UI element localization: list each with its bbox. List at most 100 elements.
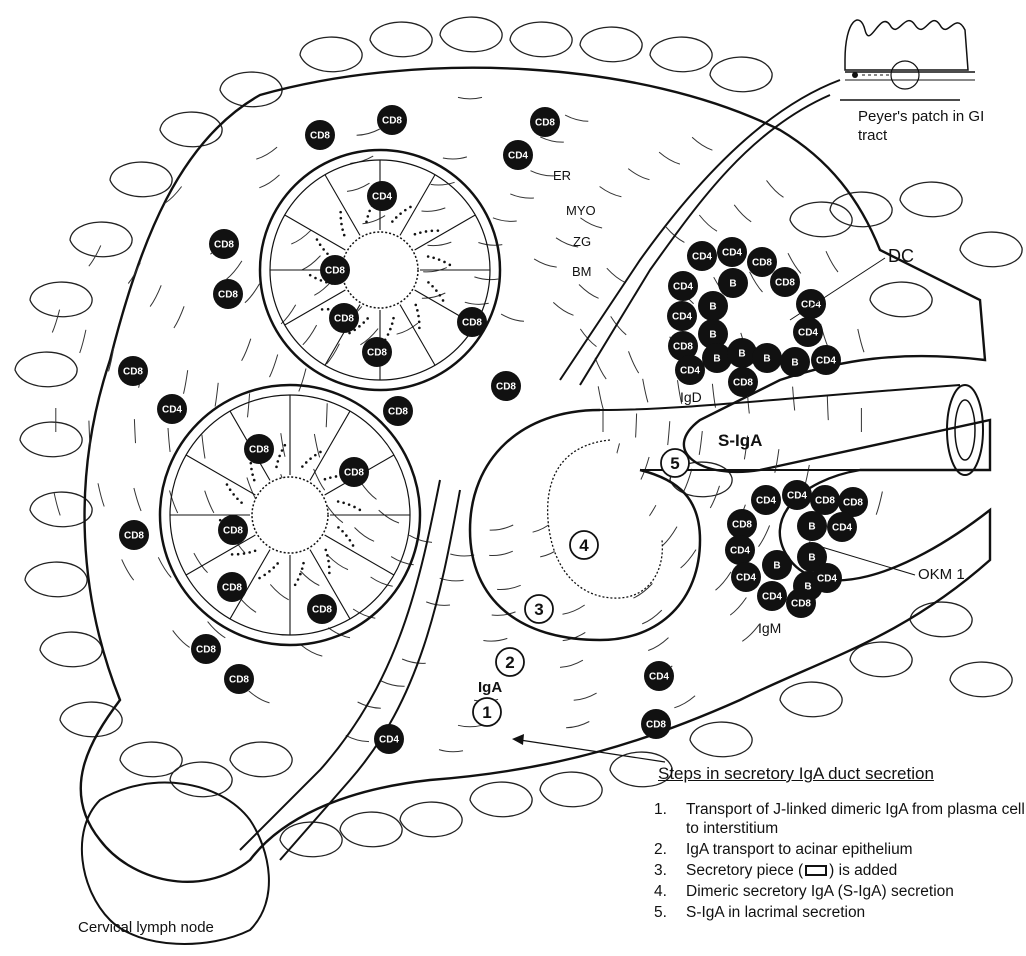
iga-label: IgA [478,679,502,696]
cd4-label: CD4 [162,405,182,416]
cd8-label: CD8 [843,498,863,509]
legend-item-text: Secretory piece ( ) is added [686,861,1026,880]
legend-item-text-before: Secretory piece ( [686,862,803,879]
cd4-label: CD4 [372,192,392,203]
legend-item-text: Transport of J-linked dimeric IgA from p… [686,800,1026,838]
cd4-cell: CD4 [725,535,755,565]
step-marker-number: 4 [579,536,589,555]
peyers-patch [840,20,975,100]
cd8-cell: CD8 [305,120,335,150]
secretory-piece-icon [805,865,827,876]
cd4-cell: CD4 [668,271,698,301]
cd4-cell: CD4 [503,140,533,170]
legend-title: Steps in secretory IgA duct secretion [658,764,1026,784]
step-marker-3: 3 [525,595,553,623]
excretory-duct [600,385,983,475]
cd8-cell: CD8 [224,664,254,694]
connective-tissue-fibers [52,97,882,751]
cd8-label: CD8 [462,318,482,329]
legend-pointer-arrow [520,740,665,762]
cd8-cell: CD8 [377,105,407,135]
legend-item-number: 4. [654,882,686,901]
cd8-label: CD8 [123,367,143,378]
b-cell: B [718,268,748,298]
legend-item-text-after: ) is added [829,862,897,879]
legend-item-2: 2.IgA transport to acinar epithelium [654,840,1026,859]
b-label: B [738,349,745,360]
cd8-cell: CD8 [307,594,337,624]
immune-cells: CD8CD8CD8CD4CD4CD8CD8CD8CD8CD8CD8CD8CD8C… [118,105,868,754]
cd4-cell: CD4 [157,394,187,424]
cd8-label: CD8 [124,531,144,542]
igm-label: IgM [758,620,781,636]
b-label: B [791,358,798,369]
cd8-label: CD8 [334,314,354,325]
cd8-cell: CD8 [770,267,800,297]
cd4-cell: CD4 [811,345,841,375]
legend-item-text: S-IgA in lacrimal secretion [686,903,1026,922]
igd-label: IgD [680,389,702,405]
cd8-label: CD8 [535,118,555,129]
step-marker-number: 3 [534,600,543,619]
myo-label: MYO [566,203,596,218]
cd8-label: CD8 [367,348,387,359]
peyers-patch-label: Peyer's patch in GI [858,108,984,125]
cd8-label: CD8 [646,720,666,731]
cd8-label: CD8 [214,240,234,251]
b-cell: B [762,550,792,580]
cd8-label: CD8 [249,445,269,456]
b-label: B [808,522,815,533]
b-cell: B [797,511,827,541]
cd4-label: CD4 [762,592,782,603]
cd8-label: CD8 [310,131,330,142]
cd8-label: CD8 [229,675,249,686]
cd8-cell: CD8 [217,572,247,602]
cd4-label: CD4 [672,312,692,323]
cd8-label: CD8 [815,496,835,507]
legend-item-text: IgA transport to acinar epithelium [686,840,1026,859]
step-marker-5: 5 [661,449,689,477]
cd4-cell: CD4 [374,724,404,754]
cd4-label: CD4 [692,252,712,263]
cd8-label: CD8 [222,583,242,594]
cd4-cell: CD4 [827,512,857,542]
zg-label: ZG [573,234,591,249]
b-cell: B [752,343,782,373]
cd4-label: CD4 [508,151,528,162]
cd8-cell: CD8 [728,367,758,397]
cd8-label: CD8 [196,645,216,656]
b-label: B [763,354,770,365]
cd4-cell: CD4 [644,661,674,691]
cd4-cell: CD4 [812,563,842,593]
cd4-label: CD4 [798,328,818,339]
cd4-cell: CD4 [731,562,761,592]
legend-item-number: 5. [654,903,686,922]
cd8-cell: CD8 [244,434,274,464]
cd8-label: CD8 [312,605,332,616]
cd4-label: CD4 [680,366,700,377]
cd4-cell: CD4 [793,317,823,347]
cd4-label: CD4 [730,546,750,557]
cd8-label: CD8 [752,258,772,269]
cd8-cell: CD8 [209,229,239,259]
acini [160,150,700,645]
cd8-cell: CD8 [747,247,777,277]
cd4-cell: CD4 [782,480,812,510]
legend-item-5: 5.S-IgA in lacrimal secretion [654,903,1026,922]
cd8-cell: CD8 [213,279,243,309]
cd4-cell: CD4 [757,581,787,611]
cd8-label: CD8 [732,520,752,531]
cd4-cell: CD4 [675,355,705,385]
cd8-label: CD8 [791,599,811,610]
cd8-cell: CD8 [362,337,392,367]
cd8-label: CD8 [218,290,238,301]
step-marker-2: 2 [496,648,524,676]
cd8-cell: CD8 [320,255,350,285]
dc-label: DC [888,246,914,266]
legend-item-text: Dimeric secretory IgA (S-IgA) secretion [686,882,1026,901]
legend-item-number: 2. [654,840,686,859]
cd8-cell: CD8 [727,509,757,539]
cd8-label: CD8 [388,407,408,418]
cd8-cell: CD8 [119,520,149,550]
er-label: ER [553,168,571,183]
